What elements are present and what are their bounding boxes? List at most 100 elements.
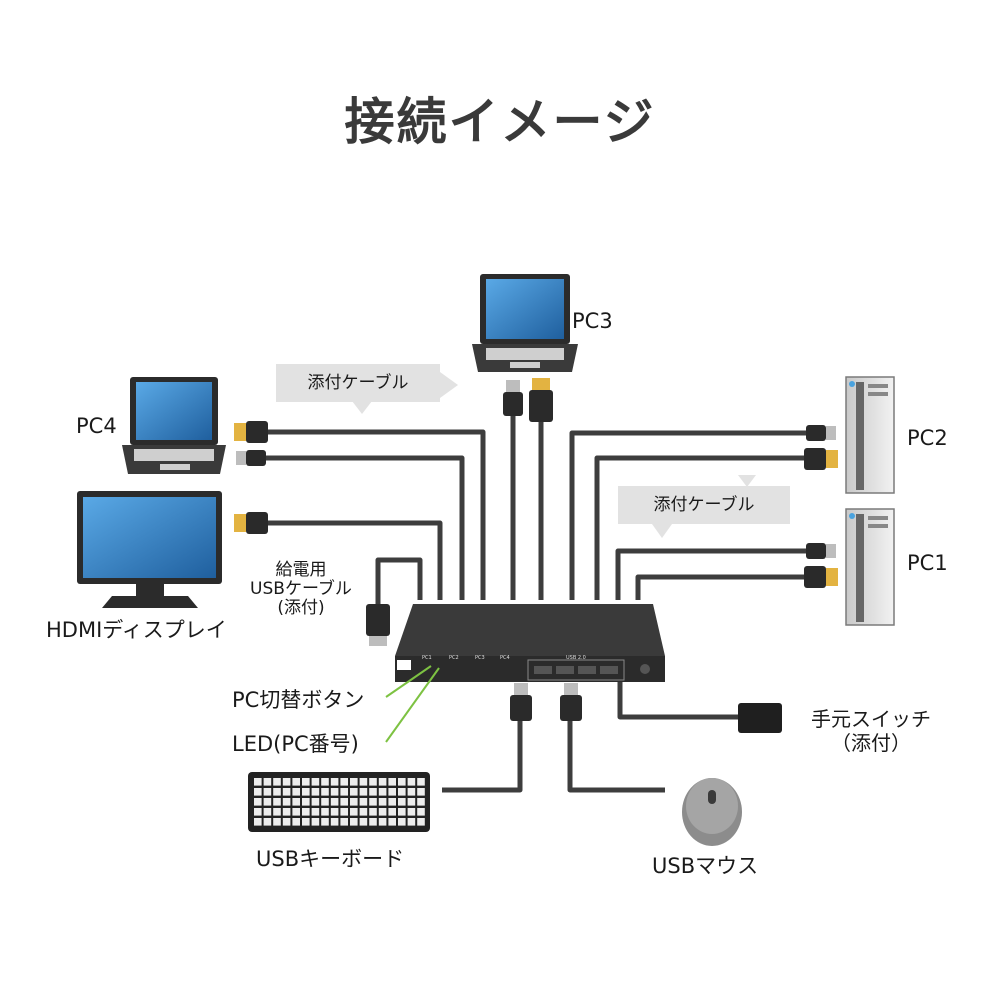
pc1-hdmi-plug (804, 566, 838, 588)
keyboard-key (378, 788, 387, 796)
usb-mouse-label: USBマウス (652, 854, 759, 878)
keyboard-key (302, 788, 310, 796)
panel-port-pc1: PC1 (422, 655, 432, 661)
keyboard-key (311, 788, 320, 796)
kvm-switch (395, 604, 665, 682)
keyboard-key (407, 788, 416, 796)
pc4-label: PC4 (76, 414, 117, 438)
pc2-tower (845, 376, 895, 494)
hand-switch-cable (617, 682, 738, 720)
led-leader (385, 667, 440, 743)
pc-switch-button-leader (385, 665, 432, 698)
keyboard-key (359, 808, 368, 816)
keyboard-key (311, 808, 320, 816)
cables (262, 412, 808, 793)
pc1-label: PC1 (907, 551, 948, 575)
keyboard-key (369, 808, 377, 816)
pc2-usb-plug (806, 425, 836, 441)
pc2-hdmi-plug (804, 448, 838, 470)
keyboard-key (330, 808, 339, 816)
keyboard-key (388, 808, 396, 816)
keyboard-key (321, 808, 329, 816)
keyboard-key (369, 788, 377, 796)
keyboard-key (350, 798, 358, 806)
pc2-hdmi-cable (594, 455, 808, 600)
keyboard-key (417, 798, 425, 806)
pc2-usb-cable (569, 430, 808, 600)
keyboard-key (273, 798, 281, 806)
keyboard-key (311, 778, 320, 786)
keyboard-key (378, 808, 387, 816)
keyboard-key (263, 778, 272, 786)
keyboard-key (282, 818, 291, 826)
keyboard-key (282, 788, 291, 796)
mouse-cable (567, 718, 665, 793)
connectors (234, 378, 838, 721)
pc4-hdmi-cable (266, 429, 486, 600)
page-title: 接続イメージ (344, 93, 656, 151)
keyboard-key (273, 808, 281, 816)
keyboard-key (350, 788, 358, 796)
power-cable-line-2: USBケーブル (250, 579, 352, 599)
keyboard-key (263, 818, 272, 826)
keyboard-key (254, 818, 262, 826)
keyboard-key (302, 818, 310, 826)
power-usb-plug (366, 604, 390, 646)
keyboard-key (282, 778, 291, 786)
pc2-label: PC2 (907, 426, 948, 450)
keyboard-key (378, 818, 387, 826)
hand-switch (738, 703, 782, 733)
pc1-tower (845, 508, 895, 626)
keyboard-key (330, 818, 339, 826)
keyboard-key (388, 788, 396, 796)
keyboard-key (263, 808, 272, 816)
panel-port-pc2: PC2 (449, 655, 459, 661)
keyboard-key (359, 798, 368, 806)
keyboard-key (302, 778, 310, 786)
keyboard-key (263, 798, 272, 806)
pc4-usb-cable (262, 455, 465, 600)
keyboard-key (330, 788, 339, 796)
keyboard-usb-plug (510, 683, 532, 721)
pc1-usb-cable (615, 548, 808, 600)
power-cable-line-3: (添付) (277, 598, 325, 618)
keyboard-key (321, 798, 329, 806)
keyboard-key (359, 818, 368, 826)
hand-switch-line-1: 手元スイッチ (811, 707, 931, 731)
keyboard-key (321, 788, 329, 796)
keyboard-key (292, 778, 300, 786)
cable-left-callout: 添付ケーブル (276, 364, 440, 402)
keyboard-key (388, 818, 396, 826)
keyboard-key (330, 778, 339, 786)
power-usb-cable (375, 557, 423, 604)
power-cable-line-1: 給電用 (275, 560, 327, 580)
keyboard-key (282, 798, 291, 806)
keyboard-key (302, 808, 310, 816)
hand-switch-label: 手元スイッチ （添付） (791, 707, 951, 755)
keyboard-key (292, 798, 300, 806)
display-hdmi-cable (266, 520, 443, 600)
keyboard-cable (442, 718, 523, 793)
keyboard-key (302, 798, 310, 806)
usb-mouse (682, 778, 742, 846)
keyboard-key (254, 778, 262, 786)
pc-switch-button-label: PC切替ボタン (232, 688, 365, 712)
hdmi-display (77, 491, 222, 608)
keyboard-key (292, 808, 300, 816)
hand-switch-line-2: （添付） (831, 731, 911, 755)
keyboard-key (340, 808, 348, 816)
panel-usb-label: USB 2.0 (566, 655, 586, 661)
keyboard-key (254, 788, 262, 796)
keyboard-key (282, 808, 291, 816)
keyboard-key (292, 818, 300, 826)
power-cable-label: 給電用 USBケーブル (添付) (236, 561, 366, 618)
keyboard-key (407, 818, 416, 826)
keyboard-key (369, 798, 377, 806)
cable-right-pointer-top (738, 475, 756, 487)
keyboard-key (350, 808, 358, 816)
keyboard-key (407, 798, 416, 806)
pc4-hdmi-plug (234, 421, 268, 443)
keyboard-key (254, 808, 262, 816)
